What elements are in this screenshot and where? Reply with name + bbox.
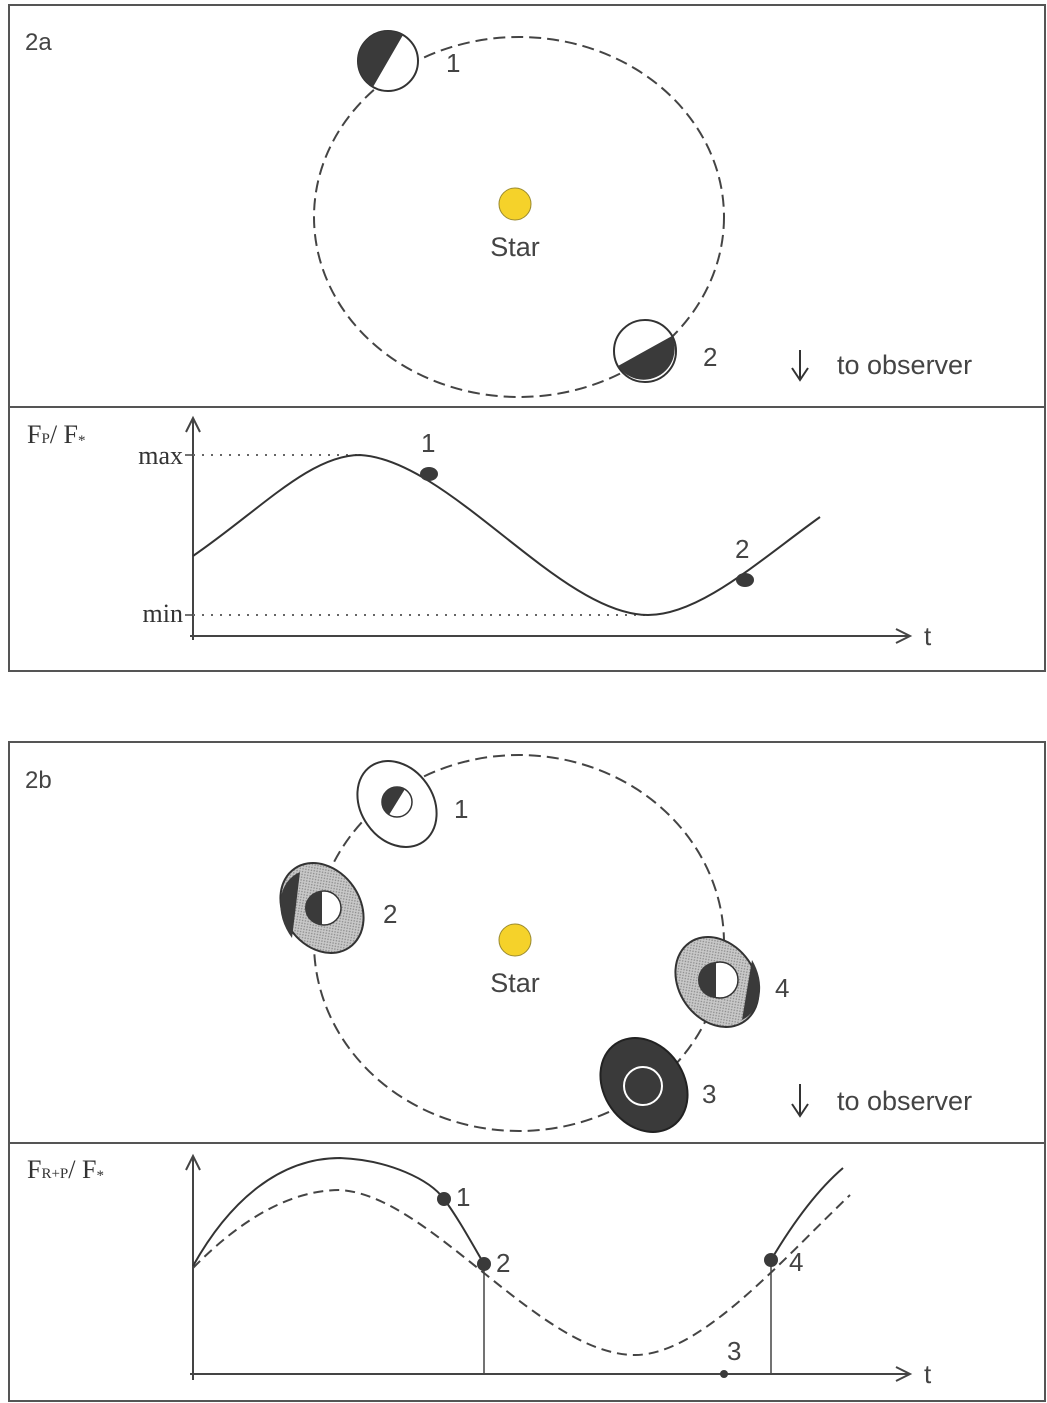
planet-4-label: 4: [775, 973, 789, 1003]
solid-flux-curve-left: [192, 1156, 485, 1267]
star-icon: [498, 187, 532, 221]
curve-point-1: [420, 467, 438, 481]
y-max-label: max: [138, 441, 183, 470]
planet-3-label: 3: [702, 1079, 716, 1109]
curve-point-2: [736, 573, 754, 587]
y-axis-arrow: [185, 1153, 201, 1171]
panel-2a-label: 2a: [25, 29, 52, 56]
curve-point-4: [764, 1253, 778, 1267]
x-axis-arrow: [895, 628, 913, 644]
y-axis-label: FR+P/ F*: [27, 1155, 104, 1184]
planet-1-label: 1: [446, 48, 460, 78]
curve-point-2-label: 2: [496, 1248, 510, 1278]
curve-point-1-label: 1: [456, 1182, 470, 1212]
panel-2b: 2b Star 1 2 4: [8, 741, 1046, 1402]
star-label: Star: [490, 232, 540, 262]
observer-arrow-icon: [791, 1084, 809, 1118]
planet-1-icon: [357, 30, 419, 92]
ringed-planet-1-icon: [356, 760, 438, 848]
ringed-planet-3-icon: [599, 1037, 689, 1133]
panel-2a: 2a Star 1 2 to observer FP/ F*: [8, 4, 1046, 672]
observer-arrow-icon: [791, 350, 809, 382]
curve-point-1-label: 1: [421, 428, 435, 458]
y-axis-arrow: [185, 415, 201, 433]
plot-2b: FR+P/ F* t 1 2 3 4: [27, 1153, 932, 1389]
observer-label: to observer: [837, 1086, 972, 1116]
panel-2a-frame: [8, 4, 1046, 672]
x-axis-label: t: [924, 1359, 932, 1389]
curve-point-1: [437, 1192, 451, 1206]
y-min-label: min: [143, 599, 183, 628]
panel-2b-frame: [8, 741, 1046, 1402]
plot-2a: FP/ F* t max min 1 2: [27, 415, 932, 651]
ringed-planet-4-icon: [674, 936, 761, 1028]
solid-flux-curve-right: [770, 1167, 844, 1261]
planet-2-label: 2: [703, 342, 717, 372]
curve-point-2: [477, 1257, 491, 1271]
planet-2-icon: [613, 319, 677, 383]
orbit-2a: [313, 36, 725, 398]
curve-point-3: [720, 1370, 728, 1378]
dashed-flux-curve: [192, 1188, 851, 1357]
x-axis-label: t: [924, 621, 932, 651]
curve-point-3-label: 3: [727, 1336, 741, 1366]
x-axis-arrow: [895, 1366, 913, 1382]
star-label: Star: [490, 968, 540, 998]
star-icon: [498, 923, 532, 957]
ringed-planet-2-icon: [279, 862, 365, 954]
planet-1-label: 1: [454, 794, 468, 824]
y-axis-label: FP/ F*: [27, 420, 86, 449]
flux-curve: [192, 453, 821, 617]
planet-2-label: 2: [383, 899, 397, 929]
panel-2b-label: 2b: [25, 767, 52, 794]
curve-point-4-label: 4: [789, 1247, 803, 1277]
curve-point-2-label: 2: [735, 534, 749, 564]
observer-label: to observer: [837, 350, 972, 380]
